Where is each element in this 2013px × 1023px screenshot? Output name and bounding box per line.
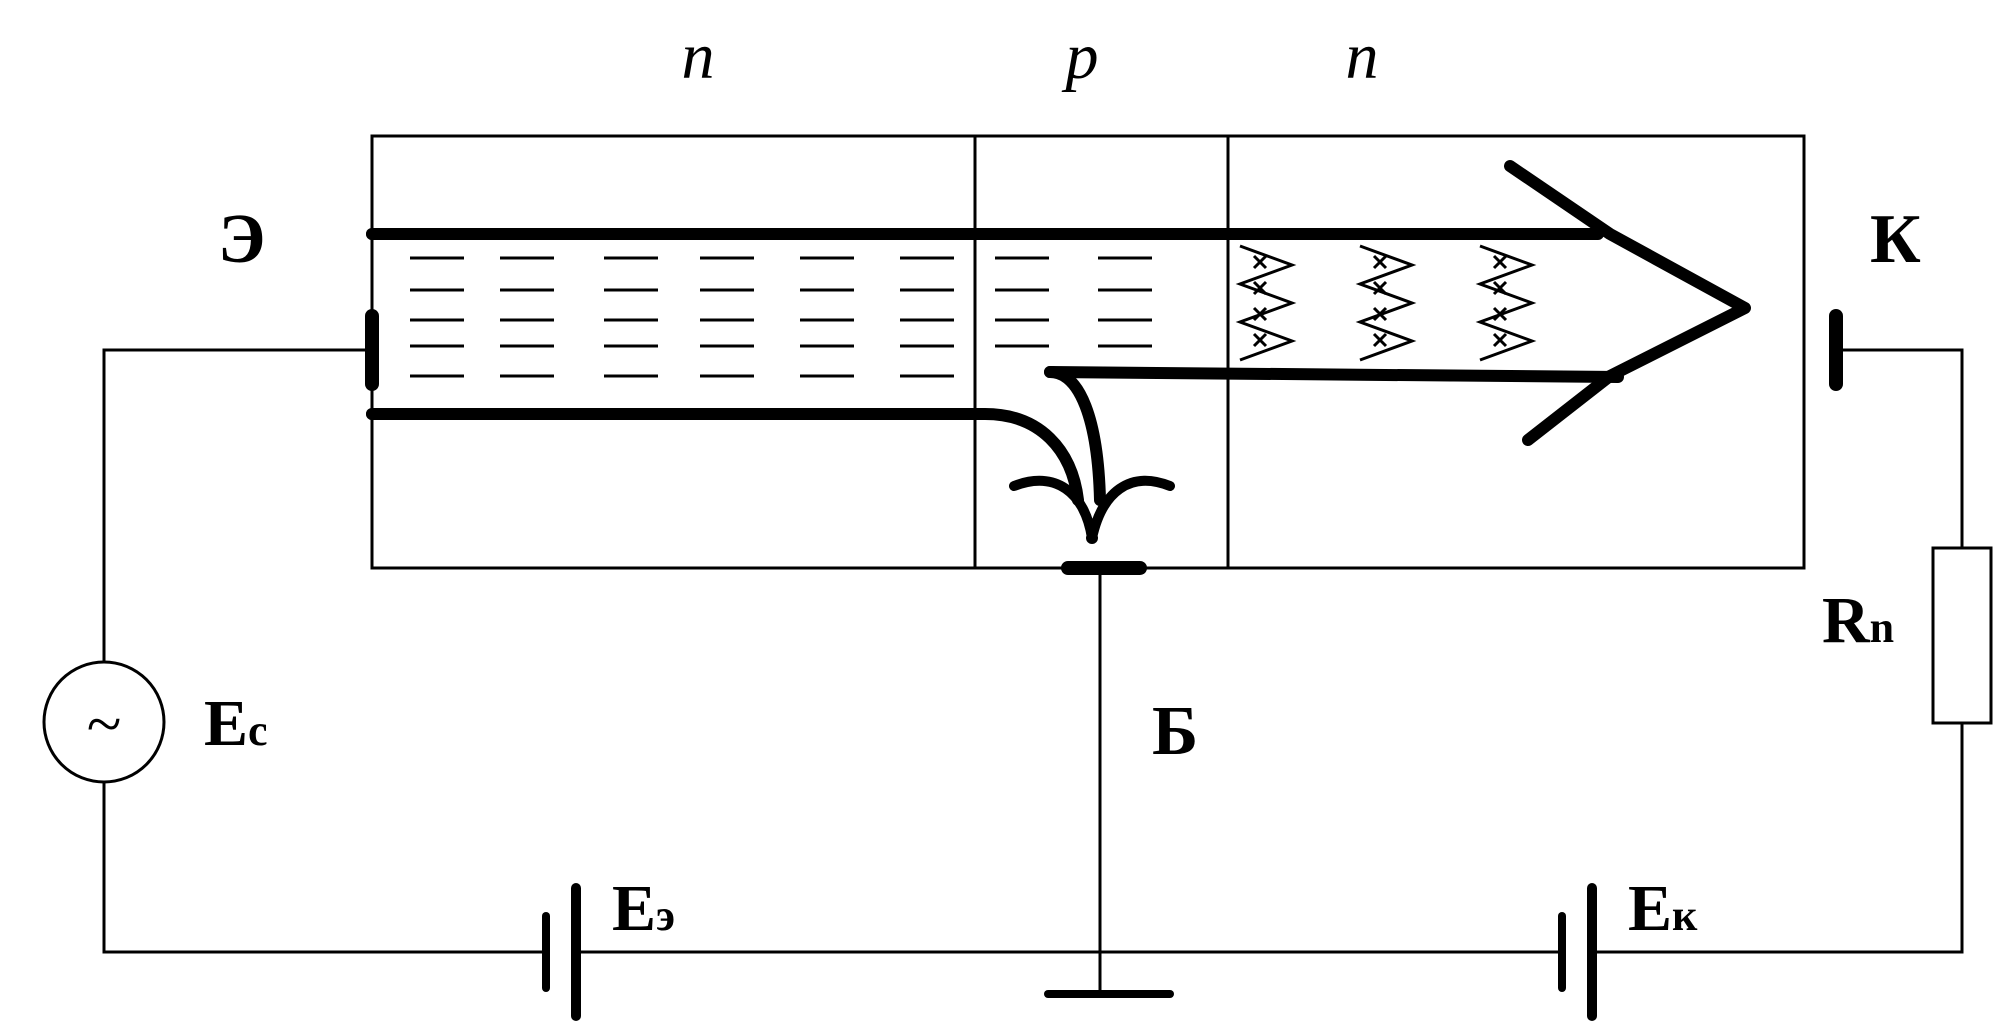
load-resistor [1931,546,1993,725]
base-terminal-label: Б [1152,693,1198,770]
collision-mark [1252,332,1268,348]
collector-terminal-label: К [1870,201,1921,278]
signal-source: ~ [42,660,166,784]
collision-mark [1252,280,1268,296]
electron-carriers [410,256,1152,378]
collision-mark [1372,254,1388,270]
load-resistor-label: Rn [1822,584,1894,657]
collision-mark [1252,254,1268,270]
emitter-battery-label: Eэ [612,872,675,945]
collision-mark [1372,332,1388,348]
signal-source-label: Ec [204,687,268,760]
region-label-collector-n: n [1346,20,1379,93]
collector-battery [1558,883,1597,1021]
collision-mark [1252,306,1268,322]
emitter-terminal-label: Э [218,201,265,278]
region-label-base-p: p [1062,20,1099,93]
recombination-zigzag [1475,244,1537,362]
semiconductor-block [370,134,1806,570]
collector-zigzags [1235,244,1537,362]
contacts [365,309,1843,575]
collision-mark [1372,306,1388,322]
electron-flow-arrow [366,160,1751,544]
recombination-zigzag [1235,244,1297,362]
emitter-battery [542,883,581,1021]
region-label-emitter-n: n [682,20,715,93]
collision-mark [1492,280,1508,296]
collision-mark [1492,332,1508,348]
collision-mark [1372,280,1388,296]
collector-battery-label: Eк [1628,872,1698,945]
recombination-zigzag [1355,244,1417,362]
tilde-icon: ~ [87,688,122,759]
circuit-wires [102,348,1964,992]
collision-mark [1492,254,1508,270]
collision-mark [1492,306,1508,322]
